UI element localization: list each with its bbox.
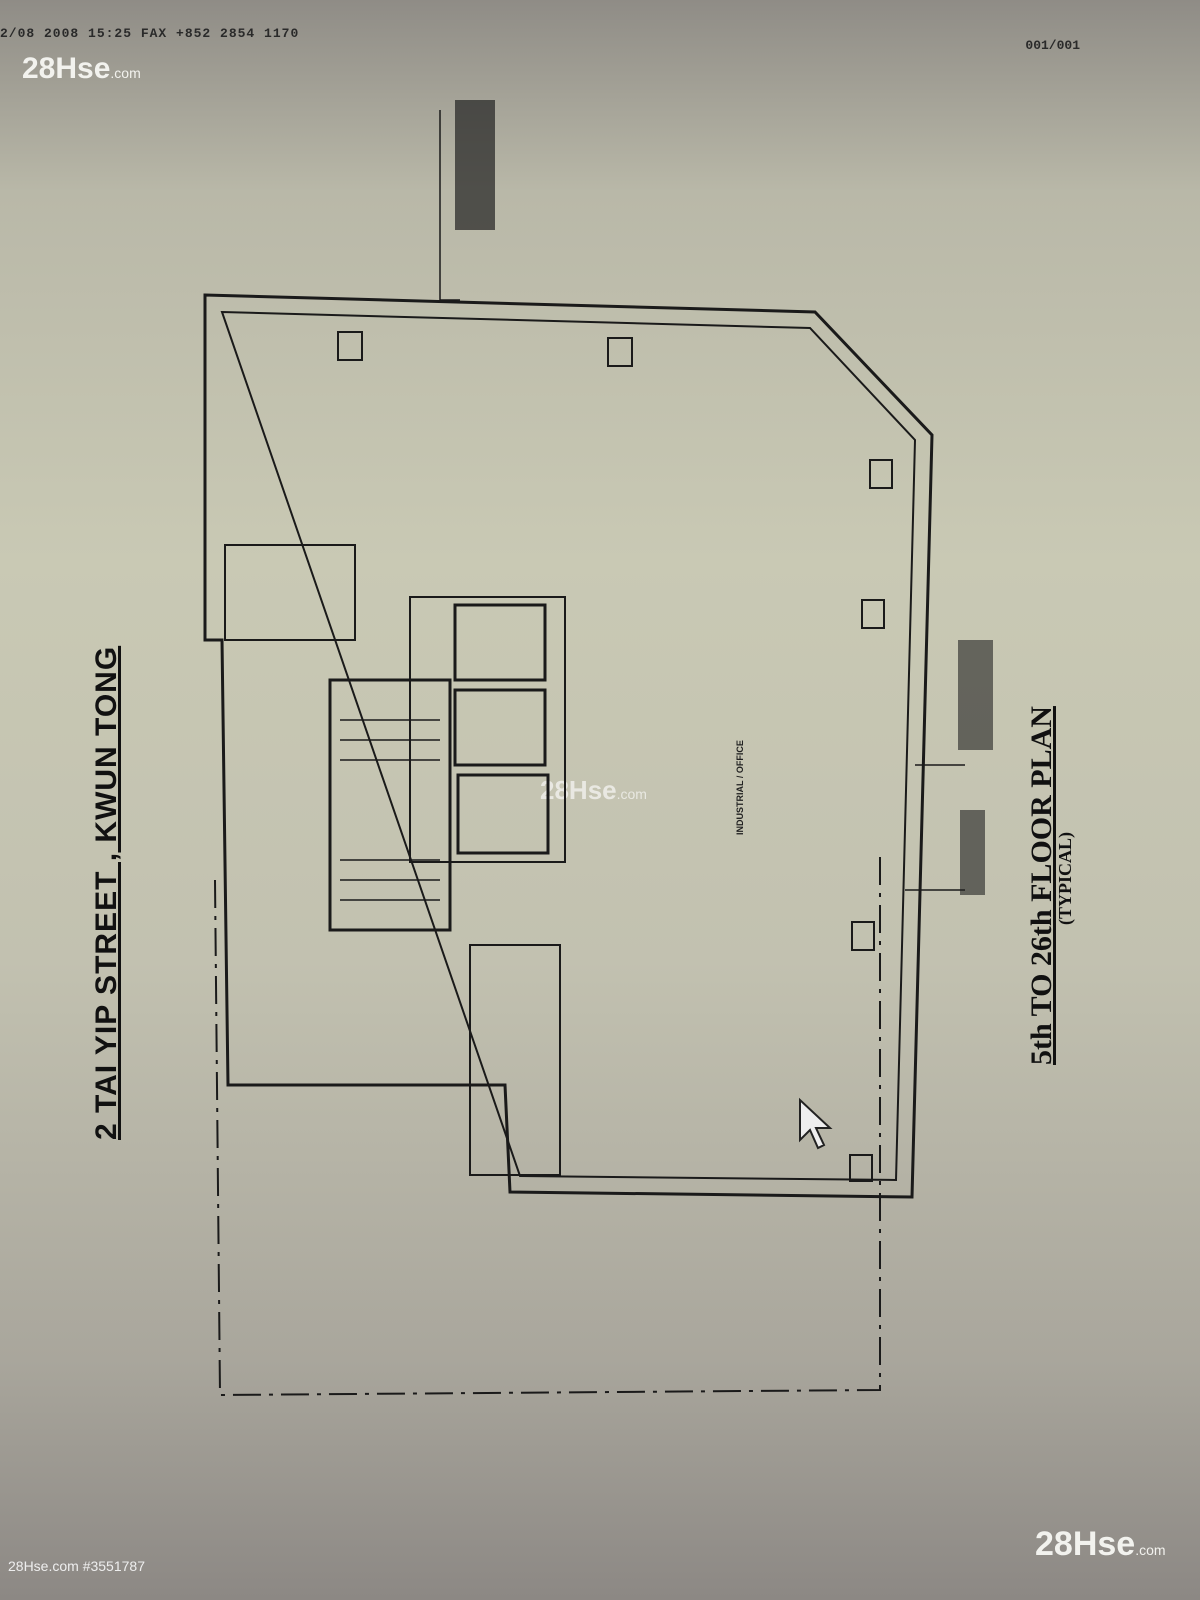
- fax-page-counter: 001/001: [1025, 38, 1080, 53]
- floor-note: (TYPICAL): [1055, 832, 1075, 925]
- watermark-brand: 28Hse: [1035, 1525, 1136, 1563]
- watermark-logo-top: 28Hse.com: [22, 52, 141, 86]
- site-boundary: [214, 850, 881, 1397]
- utility-room: [224, 544, 356, 641]
- floor-label: 5th TO 26th FLOOR PLAN: [1025, 706, 1058, 1065]
- watermark-brand: 28Hse: [22, 52, 111, 85]
- watermark-domain: .com: [110, 65, 141, 81]
- area-label: INDUSTRIAL / OFFICE: [735, 740, 745, 835]
- fax-header: 2/08 2008 15:25 FAX +852 2854 1170: [0, 26, 300, 41]
- lift-2: [453, 688, 547, 767]
- lift-1: [453, 603, 547, 682]
- columns: [337, 331, 893, 1182]
- inner-wall: [220, 310, 917, 1182]
- outer-wall: [203, 293, 934, 1199]
- lift-3: [456, 773, 550, 855]
- toilet-block: [469, 944, 561, 1176]
- stair-core: [328, 678, 452, 932]
- annotation-leader: [439, 110, 460, 301]
- plan-title: 2 TAI YIP STREET , KWUN TONG: [90, 645, 123, 1140]
- stairs: [340, 719, 440, 901]
- watermark-domain: .com: [1135, 1542, 1166, 1558]
- watermark-domain: .com: [616, 786, 647, 802]
- mouse-cursor-icon: [799, 1097, 833, 1150]
- watermark-logo-bottom: 28Hse.com: [1035, 1525, 1166, 1564]
- watermark-brand: 28Hse: [540, 775, 617, 805]
- watermark-logo-center: 28Hse.com: [540, 775, 647, 806]
- listing-id: 28Hse.com #3551787: [8, 1558, 145, 1574]
- core-wall: [409, 596, 566, 863]
